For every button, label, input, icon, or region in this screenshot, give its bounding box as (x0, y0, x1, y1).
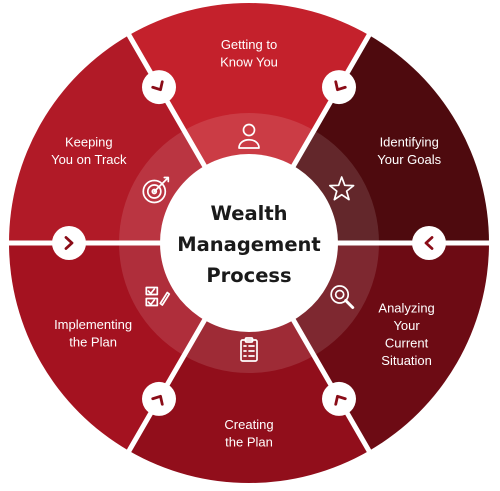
connector-circle (412, 226, 446, 260)
step-6-label-line-1: Keeping (65, 134, 113, 149)
step-1-label-line-2: Know You (220, 54, 278, 69)
star-icon (328, 176, 355, 201)
connector-1-chevron-icon (322, 70, 356, 105)
step-4-label-line-1: Creating (224, 417, 273, 432)
connector-6-chevron-icon (142, 70, 176, 105)
segment-step-4 (129, 243, 369, 484)
step-5-label-line-2: the Plan (69, 334, 117, 349)
step-icons (142, 123, 355, 362)
connector-5-chevron-icon (52, 226, 86, 260)
center-hub: Wealth Management Process (160, 154, 338, 332)
chevron-icon (64, 236, 74, 250)
chevron-icon (151, 394, 164, 406)
step-6-label-line-2: You on Track (51, 152, 127, 167)
step-3-label-line-3: Current (385, 335, 429, 350)
pen-checklist-icon (145, 286, 171, 307)
step-3-label-line-2: Your (393, 318, 420, 333)
chevron-icon (151, 80, 164, 92)
connector-2-chevron-icon (412, 226, 446, 260)
step-1-label-line-1: Getting to (221, 37, 277, 52)
connector-4-chevron-icon (142, 381, 176, 416)
step-2-label-line-1: Identifying (380, 134, 439, 149)
segment-step-1 (129, 2, 369, 243)
center-circle (160, 154, 338, 332)
step-connectors (52, 70, 446, 416)
person-icon (238, 123, 260, 149)
center-title-line-3: Process (206, 264, 291, 287)
magnifier-icon (330, 285, 355, 309)
step-5-label-line-1: Implementing (54, 317, 132, 332)
step-3-label-line-1: Analyzing (378, 300, 434, 315)
step-3-label-line-4: Situation (381, 353, 432, 368)
step-4-label-line-2: the Plan (225, 434, 273, 449)
chevron-icon (424, 236, 434, 250)
connector-circle (142, 70, 176, 105)
step-2-label-line-2: Your Goals (377, 152, 441, 167)
connector-3-chevron-icon (322, 381, 356, 416)
checklist-icon (240, 337, 258, 362)
connector-circle (322, 70, 356, 105)
center-title-line-1: Wealth (210, 202, 287, 225)
connector-circle (142, 381, 176, 416)
connector-circle (322, 381, 356, 416)
center-title-line-2: Management (177, 233, 321, 256)
connector-circle (52, 226, 86, 260)
chevron-icon (334, 394, 347, 406)
chevron-icon (334, 80, 347, 92)
target-icon (142, 176, 170, 204)
